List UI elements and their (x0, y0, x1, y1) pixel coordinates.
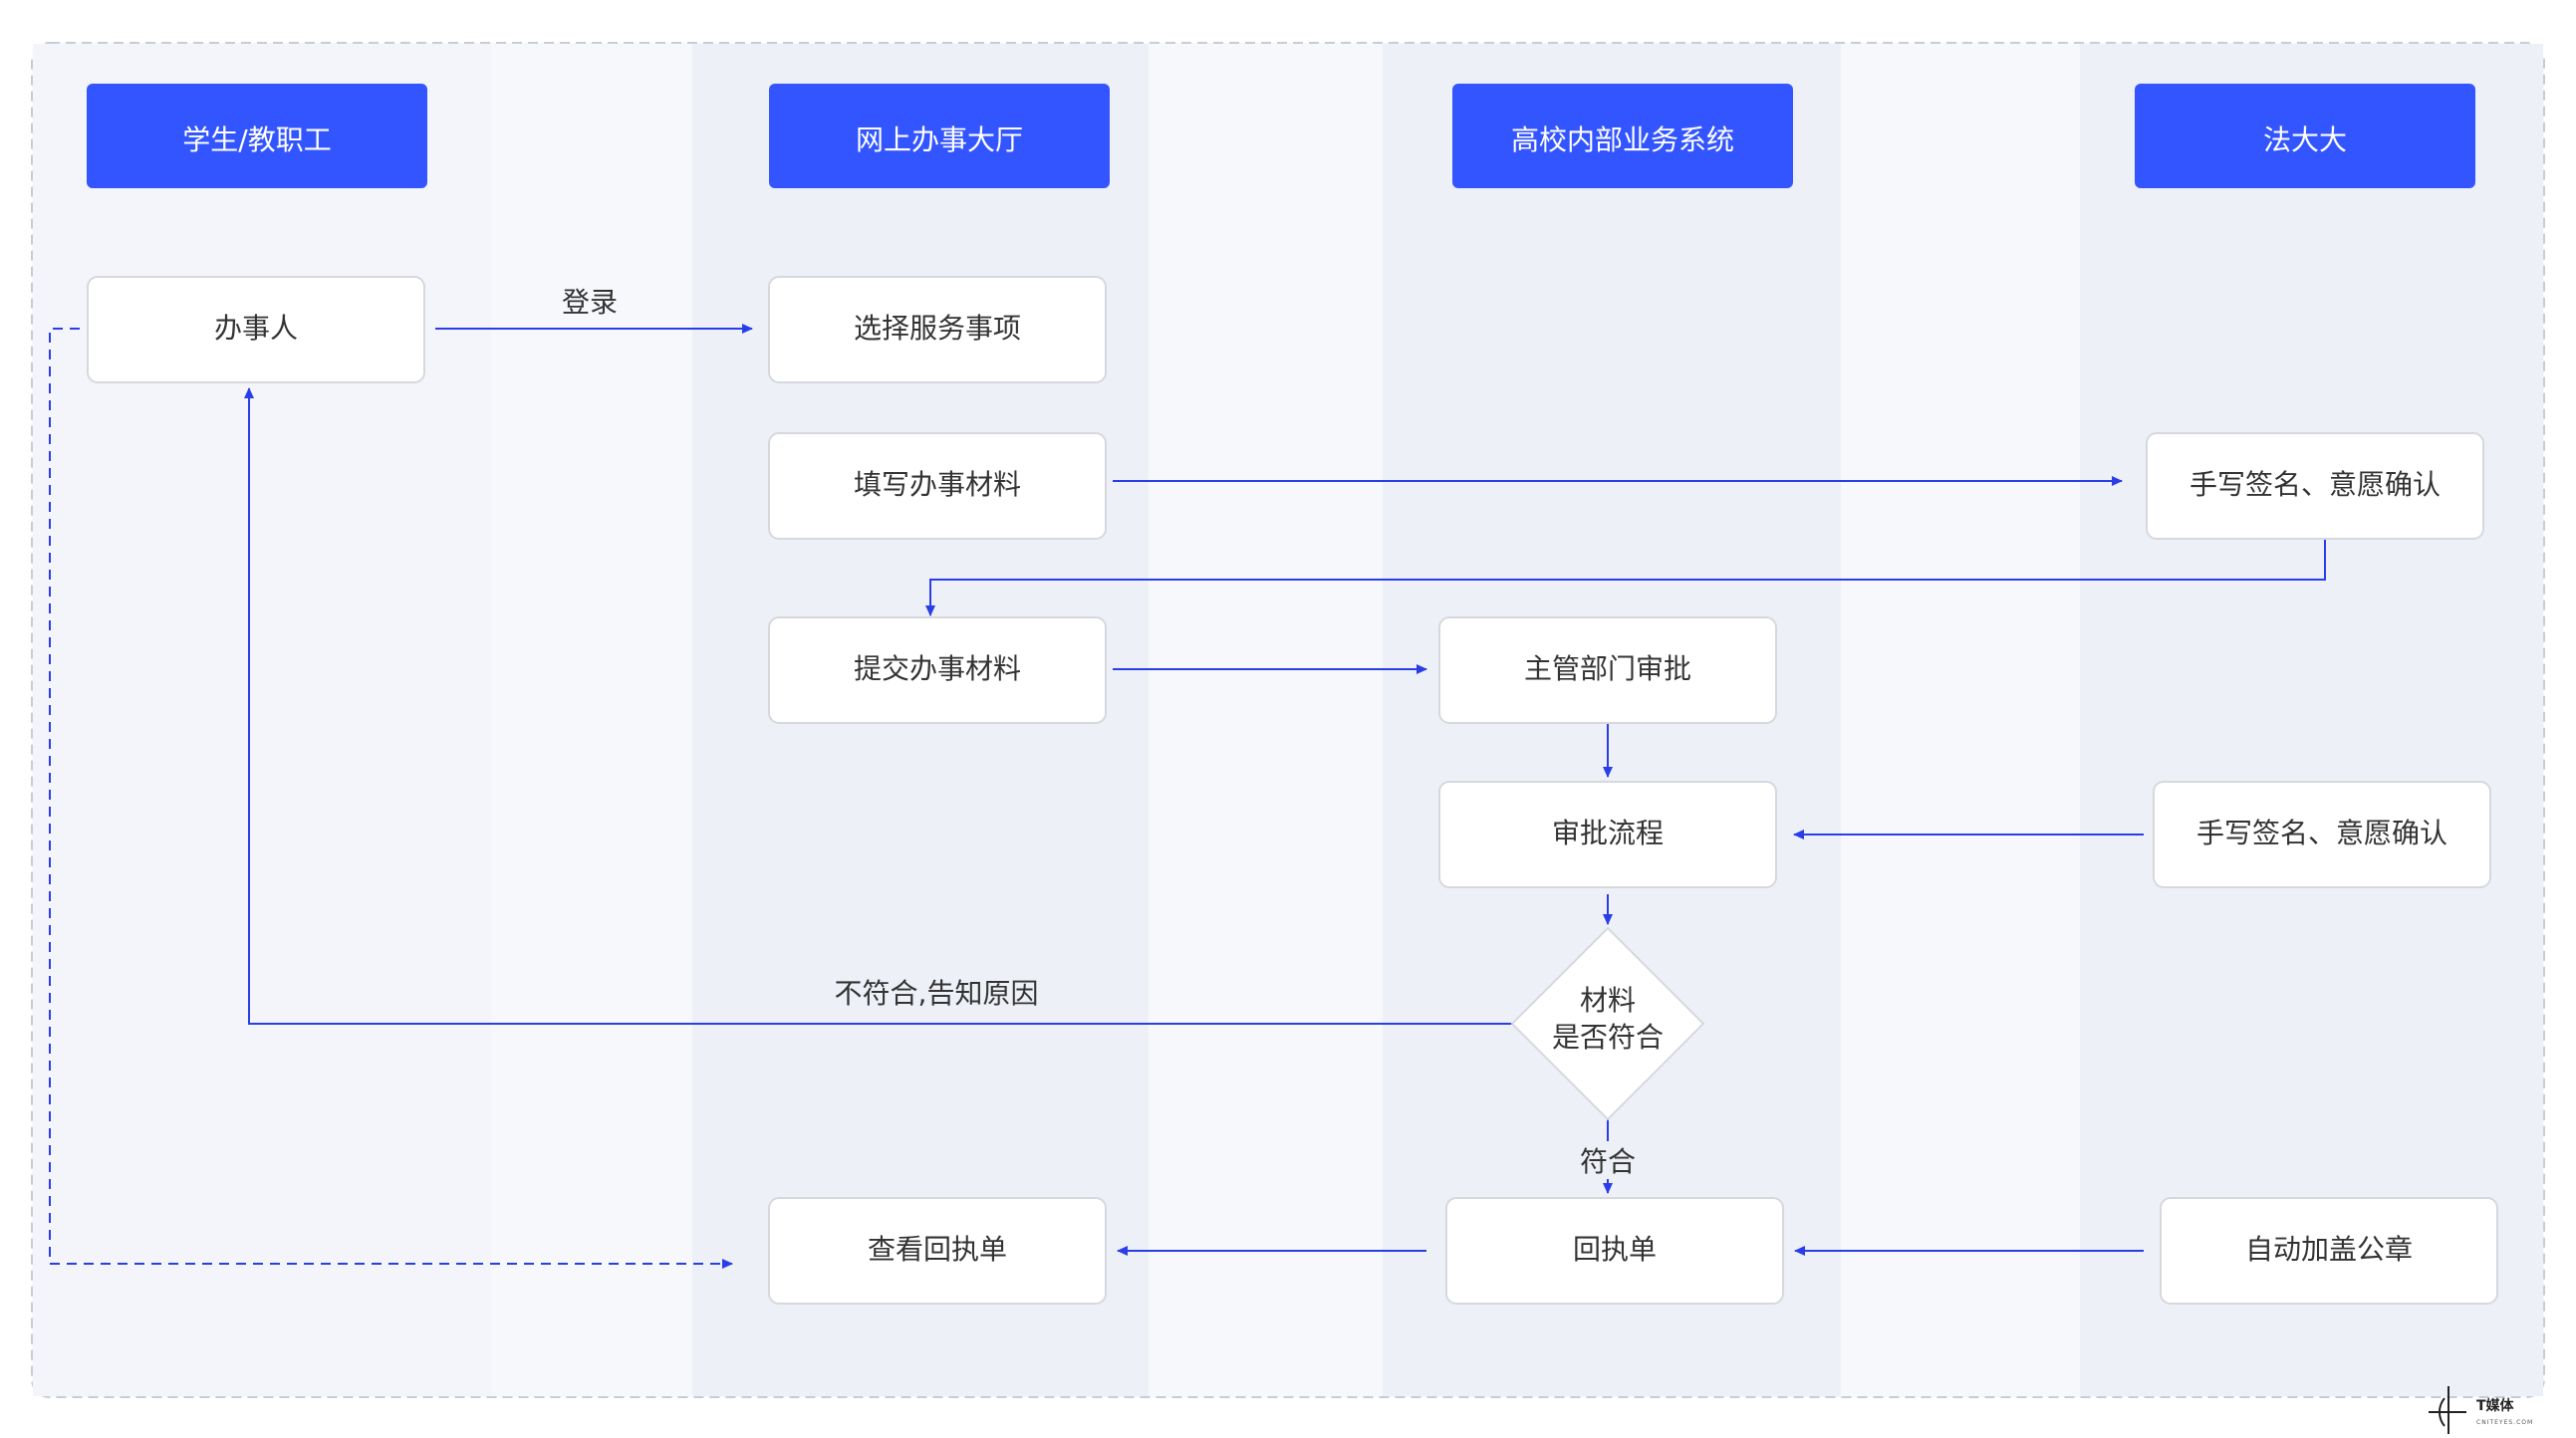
watermark-logo: T媒体 CNITEYES.COM (2429, 1386, 2533, 1434)
node-dept-approval: 主管部门审批 (1438, 616, 1777, 724)
node-fill-materials: 填写办事材料 (768, 432, 1107, 540)
watermark-site: CNITEYES.COM (2476, 1419, 2533, 1426)
lane-band-1 (33, 44, 491, 1396)
node-submit-materials: 提交办事材料 (768, 616, 1107, 724)
node-decision-line1: 材料 (1580, 984, 1636, 1017)
node-receipt-label: 回执单 (1573, 1233, 1657, 1266)
node-approval-process: 审批流程 (1438, 781, 1777, 888)
lane-header-internal-system-label: 高校内部业务系统 (1511, 123, 1734, 156)
lane-header-internal-system: 高校内部业务系统 (1452, 84, 1793, 188)
node-receipt: 回执单 (1445, 1197, 1784, 1305)
lane-header-online-hall: 网上办事大厅 (769, 84, 1110, 188)
lane-header-fadada-label: 法大大 (2263, 123, 2347, 156)
node-view-receipt: 查看回执单 (768, 1197, 1107, 1305)
lane-header-fadada: 法大大 (2135, 84, 2475, 188)
node-decision-line2: 是否符合 (1552, 1021, 1664, 1054)
node-approval-process-label: 审批流程 (1552, 817, 1664, 849)
node-decision: 材料 是否符合 (1510, 926, 1705, 1121)
node-auto-stamp: 自动加盖公章 (2160, 1197, 2498, 1305)
edge-sign-to-submit (925, 540, 2326, 616)
edge-applicant-to-view-dashed (49, 328, 733, 1269)
edge-login-label: 登录 (562, 286, 618, 319)
edge-accept-label: 符合 (1580, 1145, 1636, 1178)
edge-reject (244, 387, 1513, 1025)
node-sign-confirm-2-label: 手写签名、意愿确认 (2196, 817, 2447, 849)
node-sign-confirm-1: 手写签名、意愿确认 (2146, 432, 2484, 540)
lane-band-4 (2080, 44, 2543, 1396)
lane-header-students-label: 学生/教职工 (182, 123, 331, 156)
node-sign-confirm-1-label: 手写签名、意愿确认 (2190, 468, 2441, 501)
lane-header-online-hall-label: 网上办事大厅 (856, 123, 1023, 156)
node-submit-materials-label: 提交办事材料 (854, 652, 1021, 685)
node-dept-approval-label: 主管部门审批 (1524, 652, 1691, 685)
node-applicant: 办事人 (87, 276, 425, 383)
lane-header-students: 学生/教职工 (87, 84, 427, 188)
diagram-frame (31, 42, 2545, 1398)
node-applicant-label: 办事人 (214, 312, 298, 345)
edge-accept-label-bg (1572, 1141, 1644, 1179)
watermark-name: T媒体 (2476, 1397, 2515, 1414)
edge-reject-label: 不符合,告知原因 (835, 977, 1039, 1010)
watermark-mark-icon (2429, 1386, 2466, 1434)
node-fill-materials-label: 填写办事材料 (854, 468, 1021, 501)
node-sign-confirm-2: 手写签名、意愿确认 (2153, 781, 2491, 888)
node-view-receipt-label: 查看回执单 (868, 1233, 1007, 1266)
node-select-service: 选择服务事项 (768, 276, 1107, 383)
node-select-service-label: 选择服务事项 (854, 312, 1021, 345)
node-auto-stamp-label: 自动加盖公章 (2245, 1233, 2413, 1266)
